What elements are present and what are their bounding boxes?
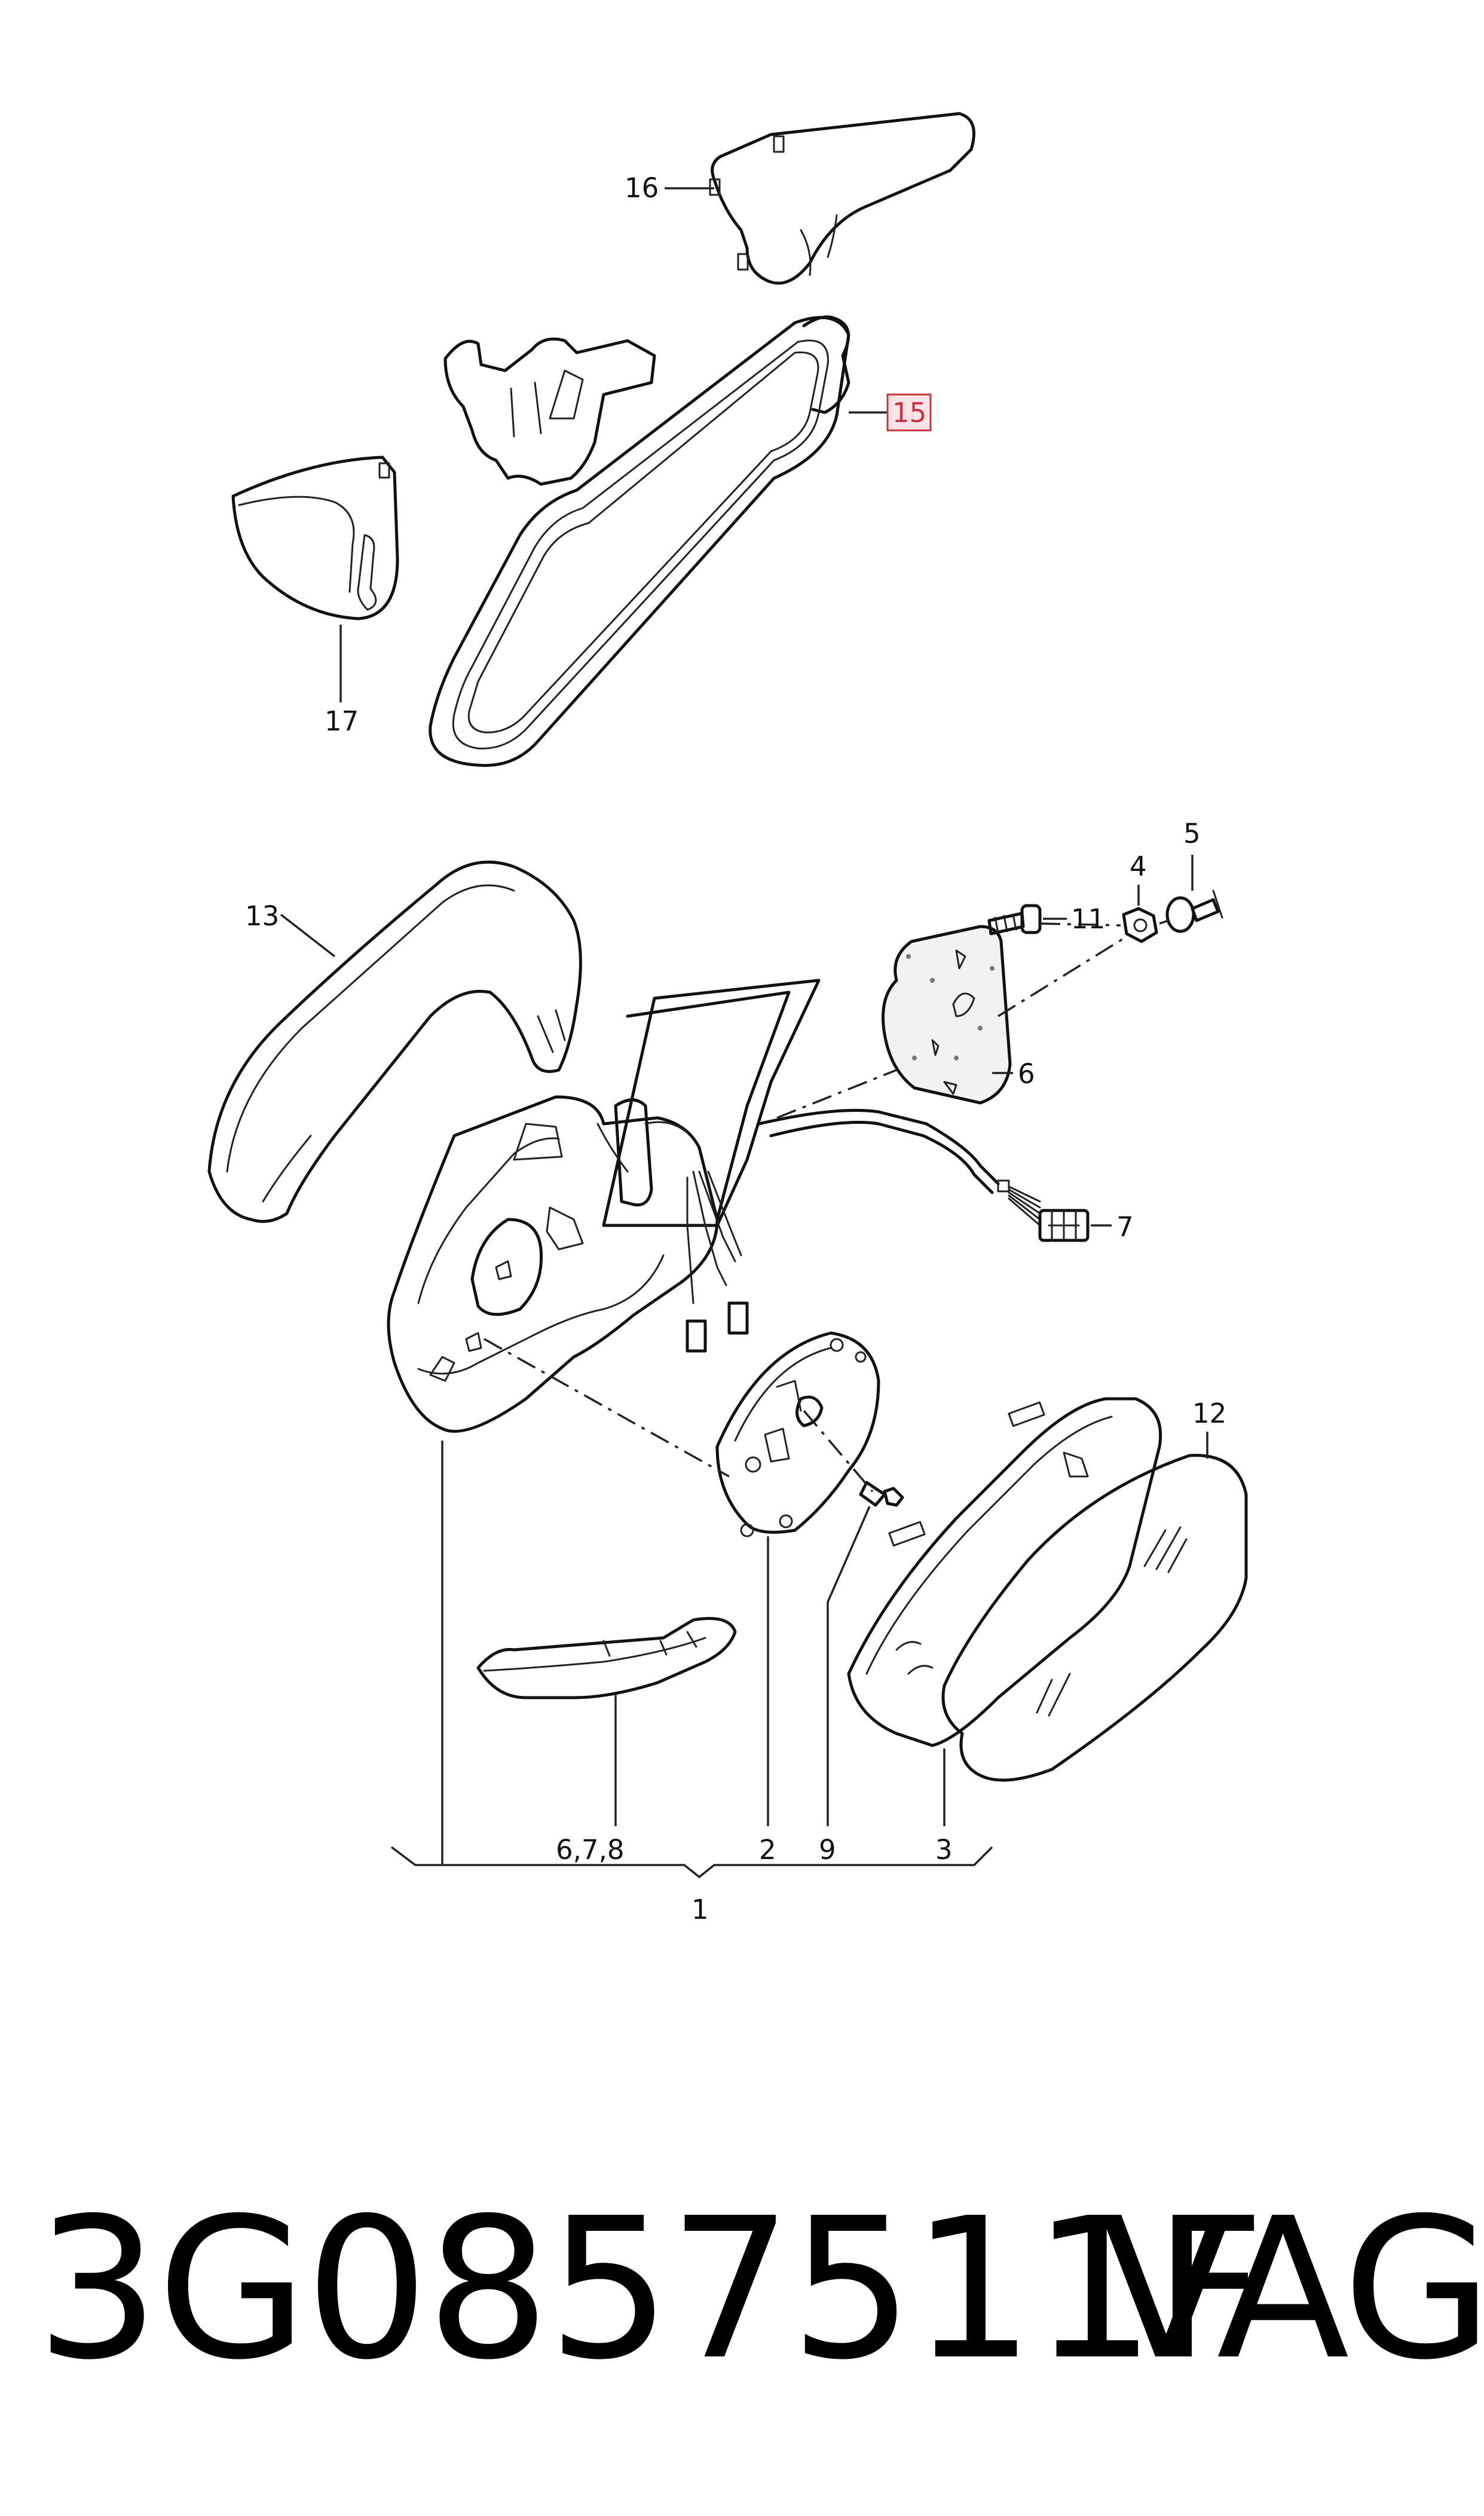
part-7-connector (1038, 1209, 1090, 1242)
callout-15-highlight (886, 393, 932, 432)
part-3-mirror-frame (847, 1397, 1162, 1747)
callout-6: 6 (1018, 1058, 1035, 1090)
assembly-lines (484, 919, 1169, 1493)
part-4-nut (1122, 907, 1158, 943)
callout-16: 16 (625, 172, 659, 204)
part-2-adjusting-motor (715, 1331, 880, 1537)
callout-4: 4 (1130, 851, 1147, 882)
part-15-mirror (429, 315, 850, 767)
brand-label: VAG (1100, 2176, 1484, 2402)
exploded-parts-diagram: 16 15 17 13 11 4 5 6 7 12 6,7,8 2 9 3 1 (207, 112, 1248, 1925)
part-16-trim (709, 112, 975, 285)
callouts: 16 15 17 13 11 4 5 6 7 12 6,7,8 2 9 3 1 (245, 172, 1226, 1925)
callout-3: 3 (935, 1834, 953, 1866)
leader-lines (280, 187, 1208, 1879)
part-number: 3G0857511F (36, 2176, 1265, 2402)
callout-5: 5 (1183, 818, 1201, 849)
part-footer: 3G0857511F VAG (24, 2164, 1484, 2415)
part-1-base-housing (387, 979, 1041, 1433)
callout-13: 13 (245, 900, 279, 932)
part-5-bolt (1165, 889, 1223, 933)
part-12-mirror-glass (941, 1454, 1248, 1782)
callout-2: 2 (759, 1834, 776, 1866)
part-17-cap (231, 455, 399, 620)
part-13-housing-cover (207, 860, 582, 1223)
callout-678: 6,7,8 (556, 1834, 625, 1866)
callout-17: 17 (325, 705, 359, 737)
callout-11: 11 (1071, 903, 1105, 935)
part-6-base-plate (882, 925, 1012, 1105)
callout-15: 15 (892, 397, 926, 429)
callout-7: 7 (1116, 1211, 1134, 1243)
callout-12: 12 (1192, 1398, 1226, 1429)
part-9-screw (859, 1481, 904, 1507)
callout-9: 9 (819, 1834, 836, 1866)
part-678-turn-signal (476, 1617, 737, 1699)
callout-1: 1 (691, 1894, 709, 1925)
part-11-screw (987, 904, 1042, 936)
